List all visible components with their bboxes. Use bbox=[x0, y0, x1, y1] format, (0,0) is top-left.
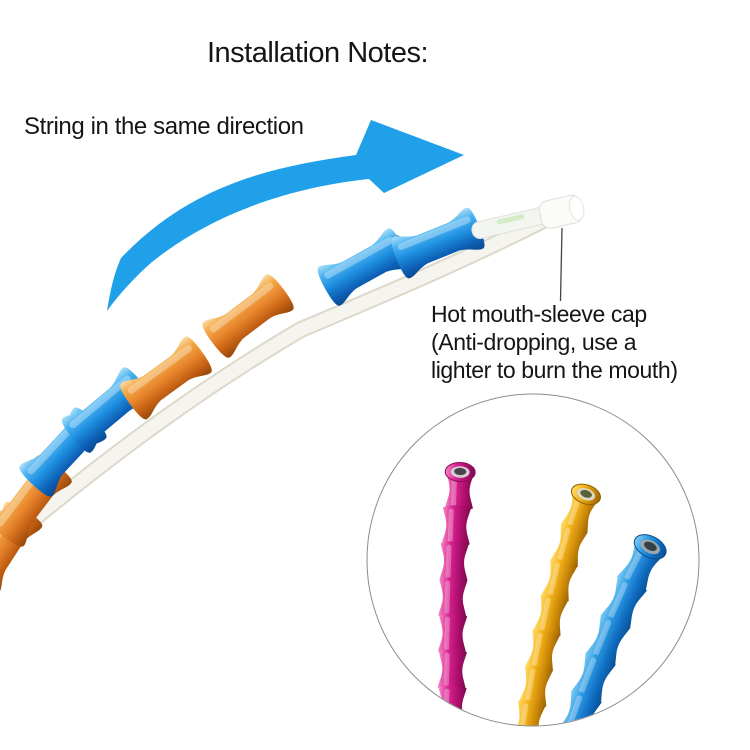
whip-gold bbox=[511, 483, 601, 726]
page-title: Installation Notes: bbox=[207, 37, 429, 69]
whip-blue bbox=[556, 534, 667, 726]
whip-pink bbox=[437, 461, 476, 726]
inset-circle-border bbox=[366, 393, 700, 727]
direction-arrow-icon bbox=[107, 120, 464, 311]
bead-string-photo bbox=[0, 194, 585, 598]
cap-callout-line-3: lighter to burn the mouth) bbox=[431, 357, 678, 383]
cap-callout-text: Hot mouth-sleeve cap (Anti-dropping, use… bbox=[431, 300, 678, 384]
cap-callout-line-1: Hot mouth-sleeve cap bbox=[431, 301, 647, 327]
tip-cap bbox=[538, 194, 585, 229]
cap-callout-line-2: (Anti-dropping, use a bbox=[431, 329, 637, 355]
callout-line bbox=[559, 227, 563, 302]
direction-annotation: String in the same direction bbox=[24, 113, 304, 140]
color-variants-inset bbox=[366, 393, 700, 727]
